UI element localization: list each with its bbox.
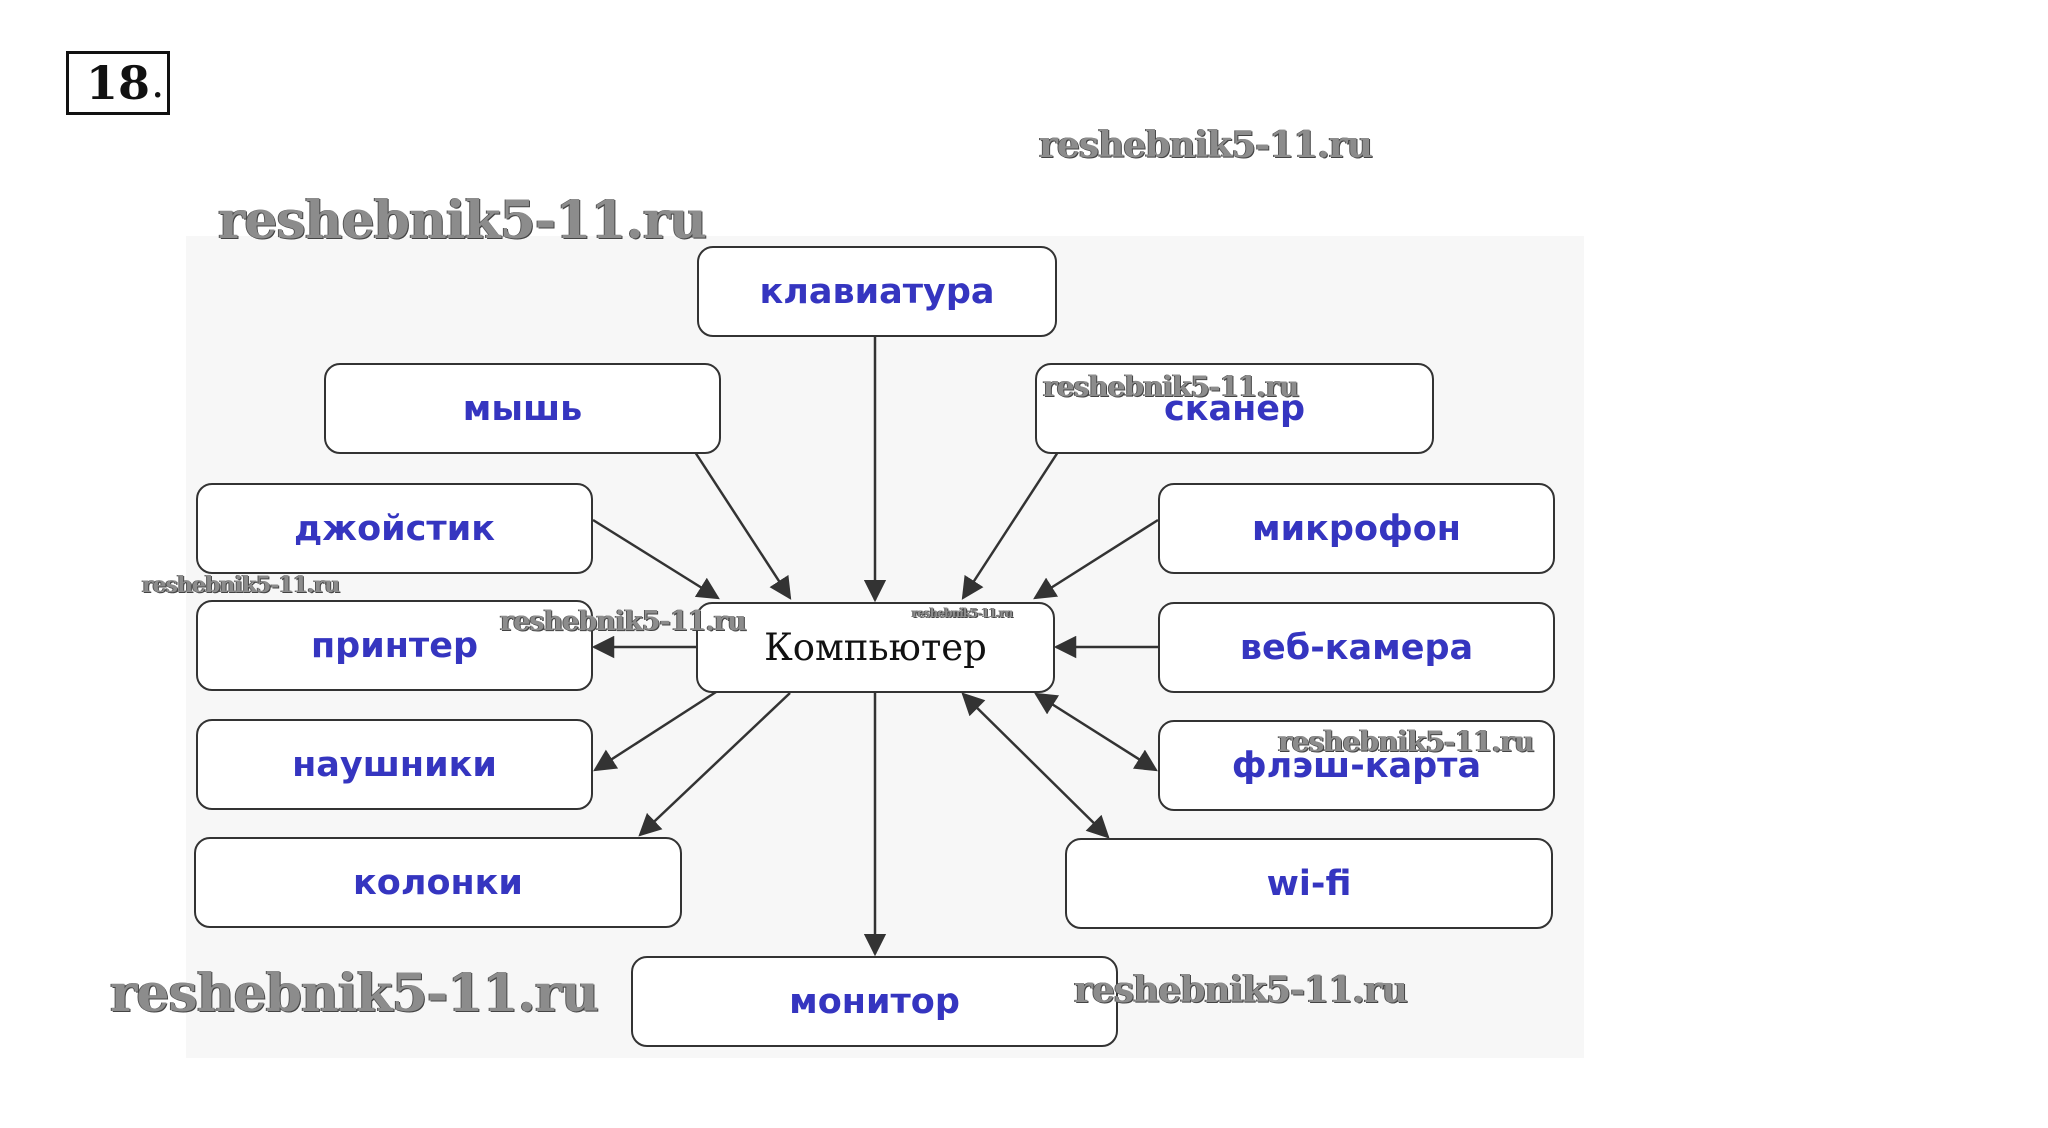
watermark: reshebnik5-11.ru	[110, 963, 599, 1024]
arrow-scanner	[961, 451, 1060, 600]
arrow-joystick	[592, 518, 720, 600]
node-printer-label: принтер	[310, 625, 479, 666]
node-mouse: мышь	[324, 363, 721, 454]
arrow-microphone	[1033, 518, 1159, 600]
task-number-box: 18	[66, 51, 170, 115]
arrow-wifi	[961, 692, 1110, 839]
node-wifi-label: wi-fi	[1266, 863, 1352, 904]
arrow-speakers	[638, 692, 791, 837]
node-joystick-label: джойстик	[294, 508, 495, 549]
watermark: reshebnik5-11.ru	[1039, 124, 1373, 166]
node-flash-card-label: флэш-карта	[1231, 745, 1482, 786]
node-scanner-label: сканер	[1163, 388, 1306, 429]
arrow-headphones	[593, 690, 717, 772]
node-headphones: наушники	[196, 719, 593, 810]
node-headphones-label: наушники	[292, 744, 497, 785]
node-keyboard-label: клавиатура	[759, 271, 995, 312]
watermark: reshebnik5-11.ru	[912, 606, 1013, 620]
node-speakers-label: колонки	[353, 862, 523, 903]
watermark: reshebnik5-11.ru	[142, 572, 340, 598]
task-number-dot: .	[151, 58, 165, 107]
node-speakers: колонки	[194, 837, 682, 928]
node-joystick: джойстик	[196, 483, 593, 574]
watermark: reshebnik5-11.ru	[1074, 969, 1408, 1011]
node-computer-label: Компьютер	[764, 626, 987, 669]
node-scanner: сканер	[1035, 363, 1434, 454]
node-mouse-label: мышь	[462, 388, 583, 429]
watermark: reshebnik5-11.ru	[218, 190, 707, 251]
watermark: reshebnik5-11.ru	[500, 606, 747, 637]
node-keyboard: клавиатура	[697, 246, 1057, 337]
task-number: 18	[85, 56, 150, 110]
node-computer: Компьютер	[696, 602, 1055, 693]
arrow-mouse	[693, 451, 792, 600]
node-monitor-label: монитор	[789, 981, 960, 1022]
arrow-flash-card	[1034, 692, 1158, 772]
node-microphone: микрофон	[1158, 483, 1555, 574]
node-microphone-label: микрофон	[1252, 508, 1461, 549]
watermark: reshebnik5-11.ru	[1043, 370, 1299, 403]
node-flash-card: флэш-карта	[1158, 720, 1555, 811]
node-webcam-label: веб-камера	[1239, 627, 1474, 668]
node-wifi: wi-fi	[1065, 838, 1553, 929]
node-webcam: веб-камера	[1158, 602, 1555, 693]
watermark: reshebnik5-11.ru	[1278, 725, 1534, 758]
node-printer: принтер	[196, 600, 593, 691]
node-monitor: монитор	[631, 956, 1118, 1047]
